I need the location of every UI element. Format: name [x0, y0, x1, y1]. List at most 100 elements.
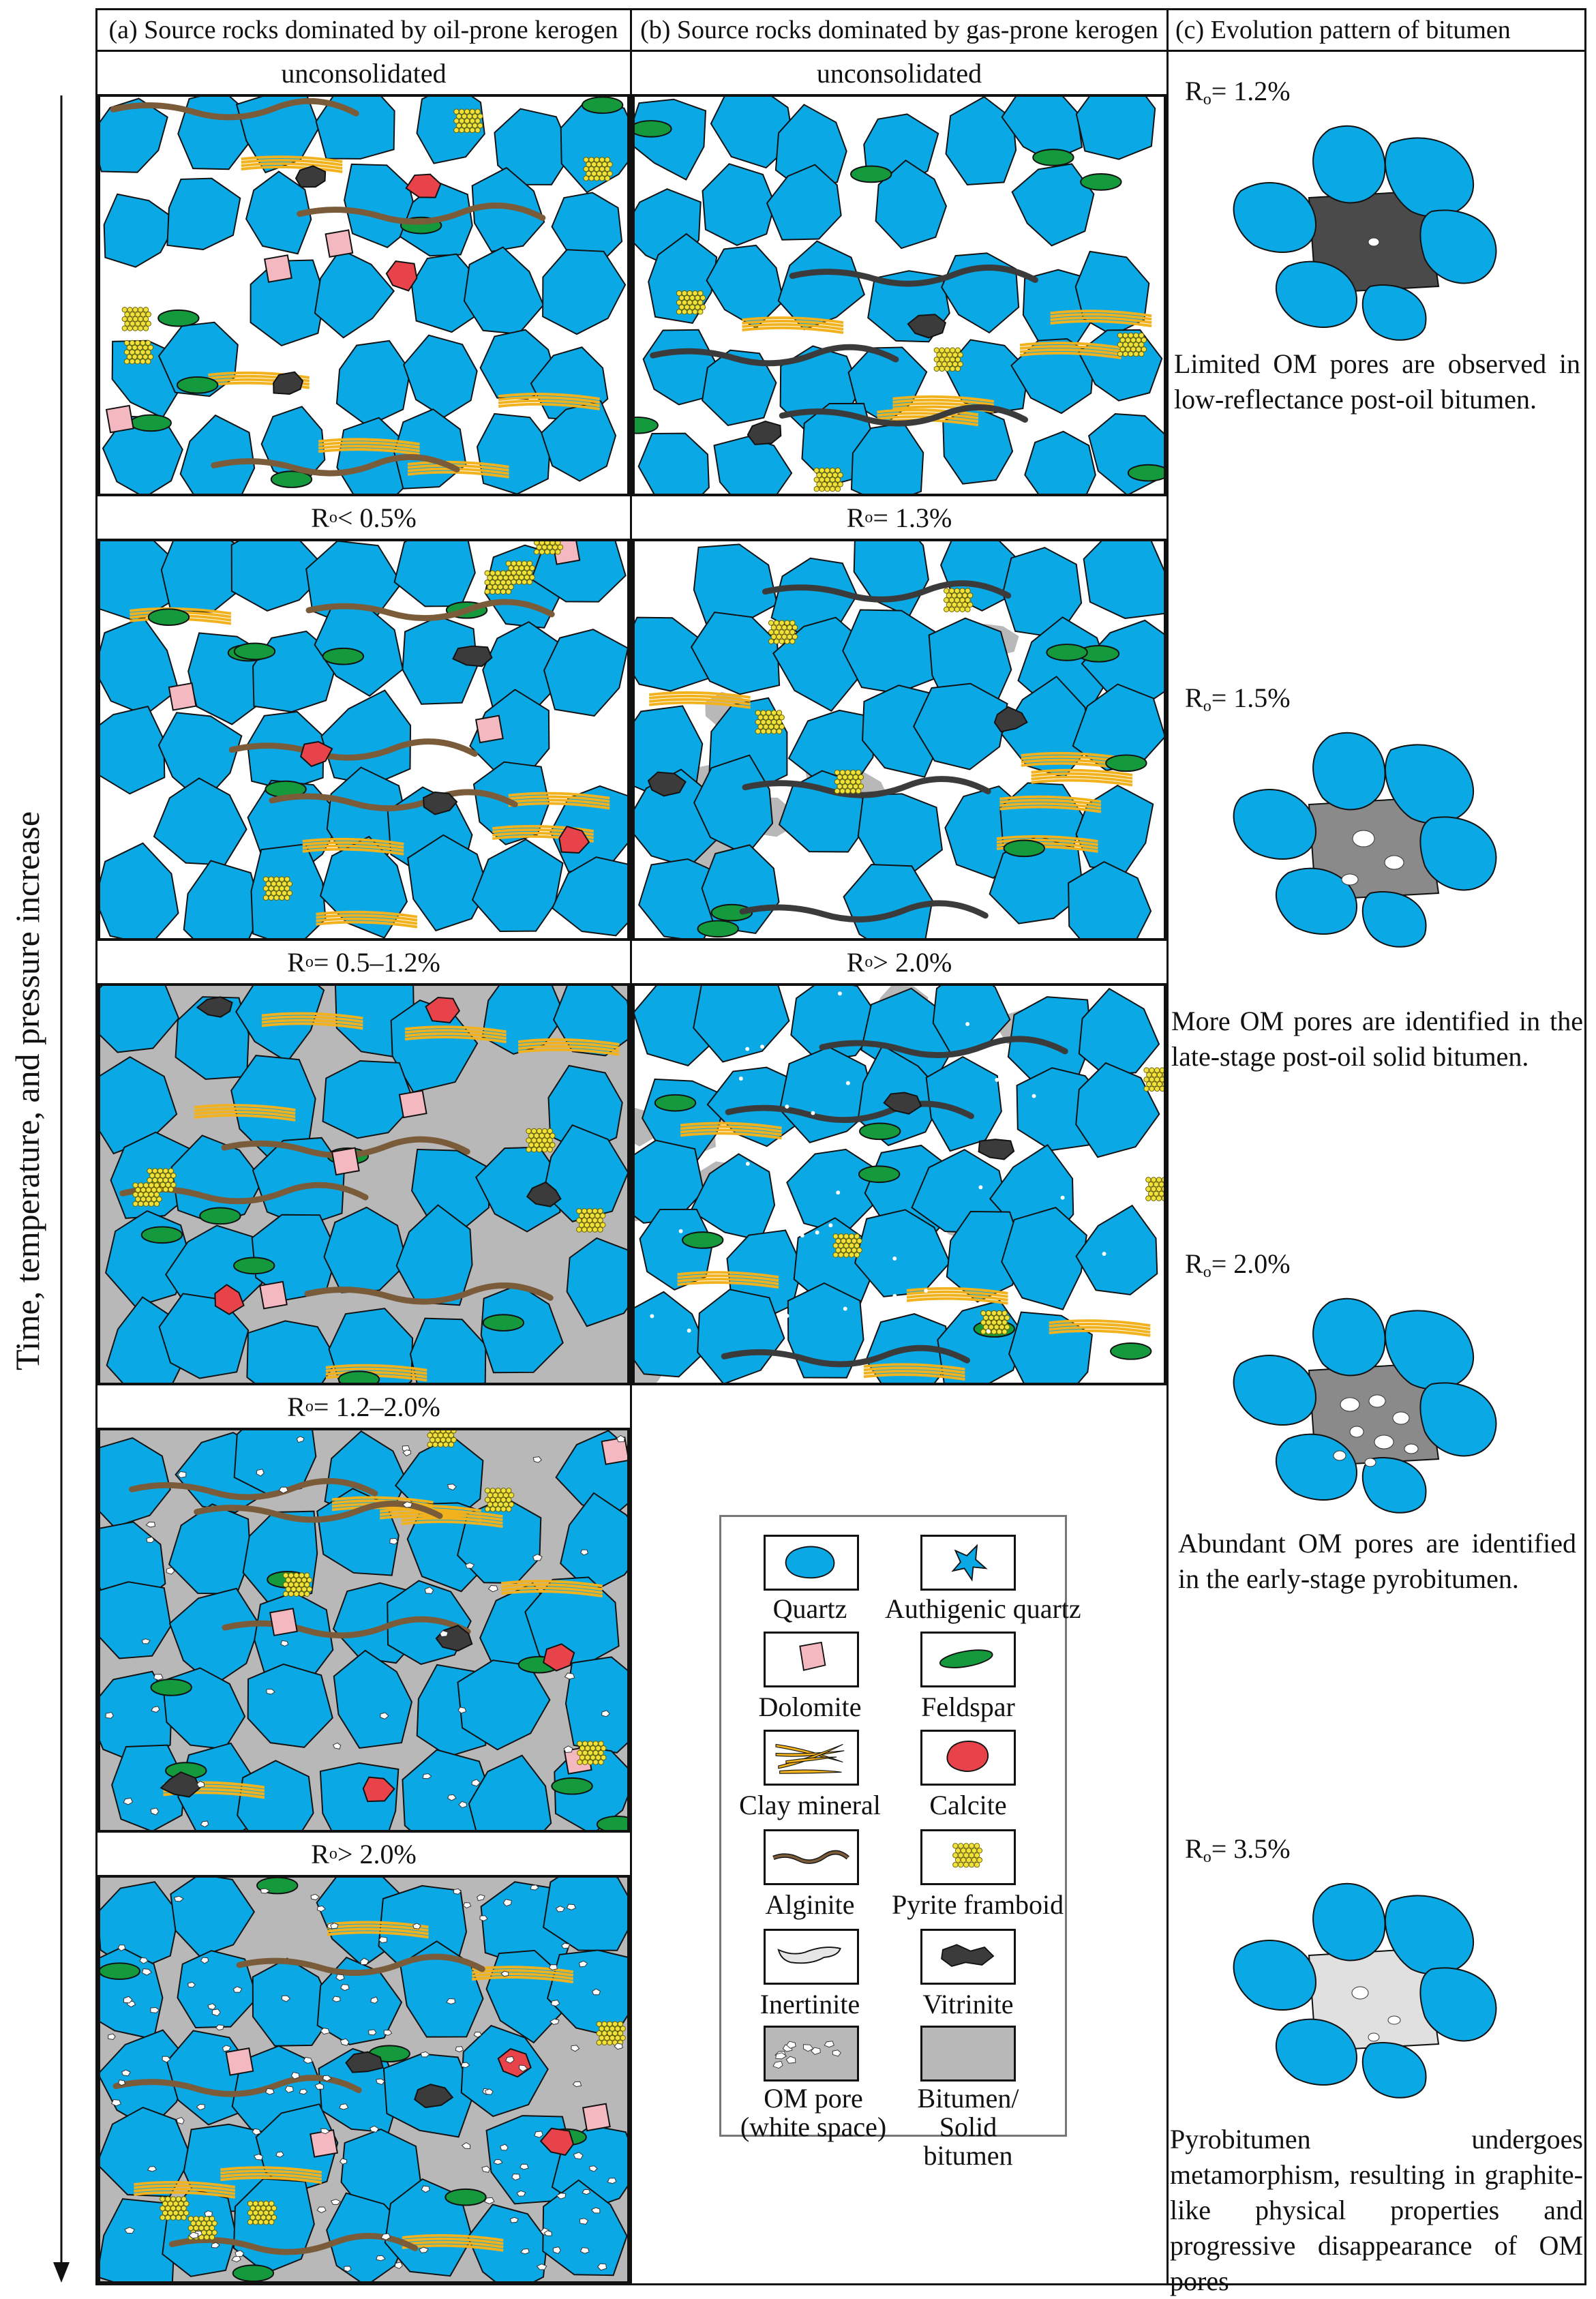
- pyrite-sphere: [497, 575, 504, 581]
- caption-c-1: Limited OM pores are observed in low-ref…: [1174, 348, 1580, 415]
- calcite-grain: [405, 173, 442, 198]
- pyrite-sphere: [1162, 1081, 1164, 1087]
- pyrite-sphere: [484, 580, 490, 586]
- pyrite-sphere: [181, 2214, 187, 2221]
- feldspar-grain: [697, 920, 739, 938]
- pyrite-framboid: [1117, 332, 1147, 357]
- pyrite-sphere: [980, 1319, 987, 1325]
- clay-mineral: [863, 1363, 965, 1381]
- ro-c-4-prefix: R: [1185, 1833, 1203, 1864]
- pyrite-sphere: [153, 1182, 160, 1188]
- pyrite-sphere: [1130, 337, 1136, 343]
- pyrite-sphere: [999, 1314, 1005, 1321]
- pyrite-sphere: [982, 1314, 989, 1321]
- pyrite-sphere: [541, 1137, 548, 1143]
- pyrite-sphere: [1004, 1314, 1010, 1321]
- pyrite-sphere: [996, 1329, 1002, 1335]
- vitrinite-streak: [819, 1036, 1068, 1058]
- om-pore: [389, 1537, 398, 1545]
- quartz-grain: [344, 163, 419, 248]
- clay-mineral: [220, 2166, 322, 2184]
- pyrite-sphere: [162, 1186, 169, 1192]
- pyrite-sphere: [952, 1843, 959, 1849]
- dolomite-grain: [168, 682, 197, 711]
- pyrite-sphere: [505, 560, 511, 567]
- om-pore: [1392, 1411, 1410, 1425]
- om-pore: [566, 1904, 577, 1910]
- pyrite-sphere: [459, 127, 465, 134]
- quartz-grain: [1024, 430, 1096, 494]
- pyrite-framboid: [832, 1233, 862, 1258]
- pyrite-sphere: [968, 1843, 975, 1849]
- pyrite-sphere: [954, 606, 960, 612]
- pyrite-sphere: [588, 175, 594, 181]
- om-pore: [260, 1888, 271, 1894]
- om-pore: [117, 1944, 126, 1952]
- stage-a-1-value: unconsolidated: [281, 57, 447, 89]
- om-pore: [462, 1902, 472, 1909]
- pyrite-sphere: [854, 1252, 860, 1258]
- pyrite-sphere: [134, 358, 140, 365]
- quartz-grain: [402, 616, 478, 705]
- pyrite-sphere: [784, 629, 790, 635]
- legend-swatch-vitrinite: [920, 1929, 1016, 1985]
- pyrite-sphere: [296, 1586, 302, 1593]
- pyrite-sphere: [760, 710, 766, 716]
- vitrinite-streak: [721, 1344, 970, 1368]
- pyrite-framboid: [583, 157, 613, 181]
- pyrite-sphere: [1162, 1072, 1164, 1078]
- clay-mineral: [677, 1271, 779, 1289]
- pyrite-sphere: [451, 1430, 457, 1434]
- om-pore: [785, 2056, 796, 2064]
- pyrite-sphere: [939, 365, 945, 372]
- pyrite-sphere: [942, 352, 948, 358]
- pyrite-sphere: [697, 309, 704, 315]
- om-pore: [299, 2088, 308, 2095]
- ro-c-1-sub: o: [1203, 91, 1211, 108]
- alginite-streak: [236, 1953, 485, 1977]
- quartz-grain: [635, 1139, 705, 1224]
- pyrite-sphere: [130, 311, 136, 318]
- om-pore: [166, 1567, 175, 1575]
- pyrite-sphere: [484, 588, 490, 595]
- om-pore: [571, 2045, 580, 2052]
- pyrite-sphere: [147, 1177, 153, 1184]
- pyrite-sphere: [959, 588, 965, 594]
- pyrite-sphere: [271, 2205, 277, 2212]
- pyrite-sphere: [262, 885, 269, 892]
- pyrite-sphere: [676, 299, 682, 305]
- axis-label-text: Time, temperature, and pressure increase: [8, 811, 46, 1371]
- pyrite-sphere: [779, 629, 785, 635]
- stage-a-2-prefix: R: [311, 502, 329, 533]
- om-pore: [832, 2049, 842, 2057]
- pyrite-sphere: [252, 2219, 259, 2225]
- om-pore: [344, 2266, 352, 2272]
- pyrite-sphere: [1156, 1081, 1163, 1087]
- pyrite-sphere: [518, 574, 525, 581]
- pyrite-sphere: [472, 113, 478, 119]
- om-pore: [265, 2088, 275, 2095]
- pyrite-sphere: [170, 2214, 177, 2221]
- pyrite-sphere: [851, 1247, 858, 1253]
- pyrite-framboid: [505, 560, 535, 585]
- om-pore: [678, 1229, 683, 1233]
- feldspar-grain: [322, 647, 365, 665]
- pyrite-sphere: [824, 477, 830, 483]
- legend-label-authigenic-quartz: Authigenic quartz: [885, 1593, 1081, 1624]
- pyrite-sphere: [588, 166, 594, 172]
- quartz-grain: [1419, 1967, 1497, 2042]
- om-pore: [590, 2207, 601, 2214]
- pyrite-sphere: [600, 1212, 606, 1219]
- vitrinite-streak: [742, 776, 991, 798]
- pyrite-sphere: [157, 1168, 164, 1174]
- pyrite-sphere: [789, 638, 796, 644]
- om-pore: [614, 2043, 623, 2050]
- pyrite-sphere: [1154, 1067, 1160, 1073]
- om-pore: [502, 1899, 512, 1907]
- pyrite-sphere: [531, 1137, 537, 1143]
- om-pore: [978, 1185, 983, 1190]
- pyrite-sphere: [121, 325, 128, 331]
- clay-mineral: [498, 393, 600, 410]
- pyrite-sphere: [247, 2219, 254, 2225]
- om-pore: [376, 2078, 385, 2086]
